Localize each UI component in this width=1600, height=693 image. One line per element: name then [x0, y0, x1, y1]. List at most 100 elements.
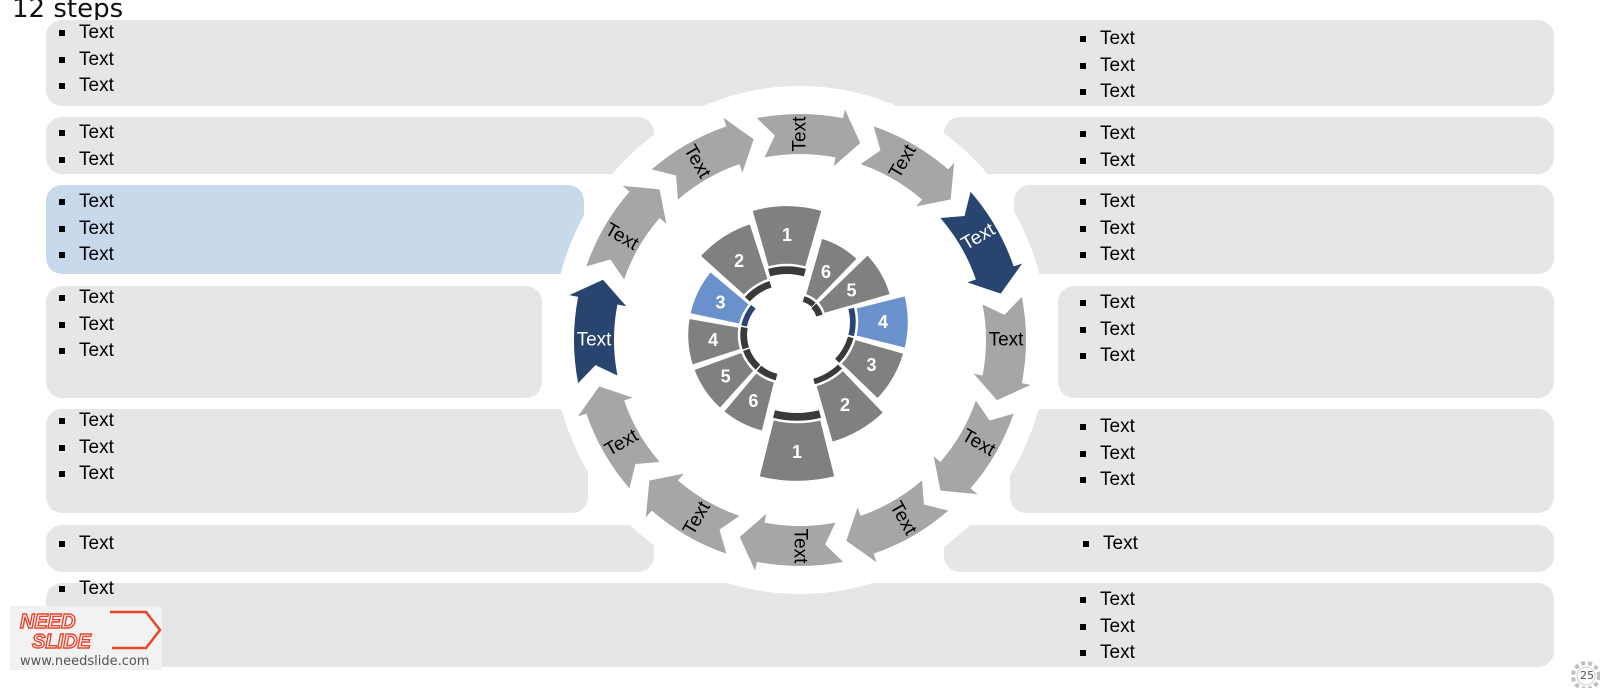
step-segment: [838, 336, 907, 402]
bullet-item: Text: [1079, 53, 1135, 80]
bullet-item: Text: [58, 408, 114, 435]
ring-arrow: [973, 296, 1031, 401]
segment-rim: [802, 296, 816, 307]
bullet-item: Text: [58, 147, 114, 174]
ring-arrow-label: Text: [790, 529, 811, 565]
text-panel-left-6: Text: [46, 525, 654, 572]
step-segment: [749, 203, 825, 270]
ring-arrow: [739, 513, 844, 571]
bullet-item: Text: [58, 312, 114, 339]
bullet-item: Text: [58, 461, 114, 488]
segment-label: 5: [721, 366, 731, 386]
step-segment: [720, 370, 777, 434]
segment-label: 4: [708, 330, 718, 350]
ring-arrow: [846, 480, 949, 563]
bullet-item: Text: [1079, 640, 1135, 667]
segment-rim: [756, 365, 778, 381]
bullet-item: Text: [58, 73, 114, 100]
segment-label: 1: [792, 442, 802, 462]
bullet-item: Text: [1079, 79, 1135, 106]
text-panel-right-5: [1010, 409, 1554, 513]
needslide-logo[interactable]: NEED SLIDE www.needslide.com: [10, 606, 162, 670]
segment-label: 2: [734, 251, 744, 271]
segment-label: 6: [821, 262, 831, 282]
logo-word-slide: SLIDE: [32, 631, 92, 653]
bullet-item: Text: [58, 189, 114, 216]
segment-rim: [835, 336, 854, 363]
bullet-list: Text: [58, 531, 114, 558]
segment-rim: [811, 303, 823, 317]
bullet-item: Text: [58, 20, 114, 47]
ring-arrow-label: Text: [989, 330, 1025, 351]
bullet-item: Text: [58, 576, 114, 603]
page-number: 25: [1580, 669, 1594, 682]
text-panel-bottom: Text: [46, 578, 1554, 667]
ring-arrow: [860, 126, 955, 207]
bullet-item: Text: [1079, 148, 1135, 175]
bullet-item: Text: [1079, 290, 1135, 317]
bullet-list-right-5: Text Text Text: [1079, 414, 1135, 494]
bullet-item: Text: [1082, 531, 1138, 558]
bullet-list: Text Text Text: [58, 285, 114, 365]
bullet-item: Text: [58, 285, 114, 312]
step-segment: [687, 268, 752, 327]
bullet-item: Text: [58, 531, 114, 558]
page-number-badge: 25: [1566, 656, 1600, 691]
ring-arrow: [569, 279, 627, 384]
segment-label: 3: [715, 293, 725, 313]
ring-arrow: [756, 109, 861, 167]
bullet-item: Text: [58, 120, 114, 147]
step-segment: [756, 417, 838, 484]
bullet-list: Text Text Text: [58, 189, 114, 269]
bullet-item: Text: [1079, 467, 1135, 494]
bullet-item: Text: [58, 338, 114, 365]
bullet-item: Text: [1079, 441, 1135, 468]
text-panel-right-6: [944, 525, 1554, 572]
logo-url[interactable]: www.needslide.com: [20, 654, 150, 669]
bullet-list-right-7: Text Text Text: [1079, 587, 1135, 667]
bullet-item: Text: [1079, 216, 1135, 243]
ring-arrow: [651, 117, 754, 200]
segment-label: 1: [782, 225, 792, 245]
segment-rim: [744, 280, 772, 302]
bullet-list: Text: [58, 576, 114, 603]
bullet-list-right-1: Text Text Text: [1079, 26, 1135, 106]
segment-rim: [740, 326, 749, 350]
ring-arrow-label: Text: [577, 330, 613, 351]
step-segment: [813, 367, 887, 445]
bullet-list-right-2: Text Text: [1079, 121, 1135, 174]
bullet-item: Text: [1079, 414, 1135, 441]
segment-rim: [773, 410, 821, 422]
bullet-list: Text Text: [58, 120, 114, 173]
segment-label: 2: [840, 395, 850, 415]
bullet-item: Text: [1079, 26, 1135, 53]
logo-word-need: NEED: [20, 611, 76, 633]
bullet-item: Text: [58, 216, 114, 243]
bullet-list: Text Text Text: [58, 20, 114, 100]
bullet-item: Text: [58, 242, 114, 269]
step-segment: [803, 235, 860, 304]
bullet-item: Text: [1079, 343, 1135, 370]
text-panel-right-4: [1058, 286, 1554, 398]
text-panel-left-3: Text Text Text: [46, 185, 584, 274]
bullet-item: Text: [58, 435, 114, 462]
ring-arrow-label: Text: [790, 116, 811, 152]
ring-arrow: [933, 400, 1014, 495]
ring-arrow: [940, 191, 1023, 294]
bullet-item: Text: [1079, 317, 1135, 344]
ring-arrow: [645, 473, 740, 554]
text-panel-right-2: [944, 117, 1554, 174]
text-panel-left-5: Text Text Text: [46, 409, 588, 513]
segment-label: 4: [878, 312, 888, 332]
step-segment: [815, 252, 893, 316]
segment-label: 5: [847, 281, 857, 301]
ring-arrow: [586, 185, 667, 280]
segment-rim: [741, 304, 756, 327]
segment-rim: [767, 266, 807, 277]
step-segment: [697, 221, 771, 298]
bullet-list-right-4: Text Text Text: [1079, 290, 1135, 370]
step-segment: [691, 349, 757, 412]
bullet-item: Text: [1079, 587, 1135, 614]
bullet-item: Text: [1079, 189, 1135, 216]
